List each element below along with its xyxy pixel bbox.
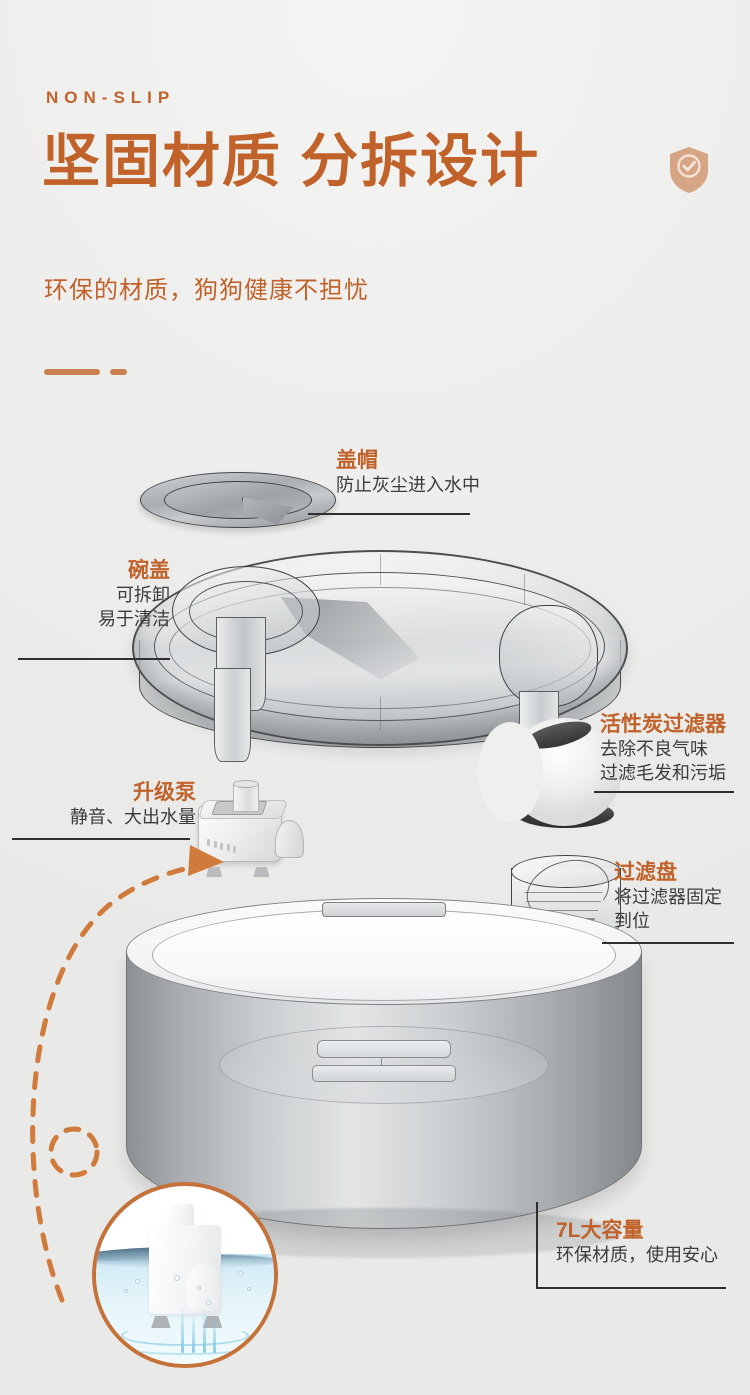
leader-line-bowl-lid (18, 658, 170, 660)
inset-bubble (238, 1271, 244, 1277)
tray-slot (528, 909, 599, 911)
lid-hairline-a (380, 553, 382, 586)
product-part-water-tank (126, 898, 642, 1258)
divider-dash-short (110, 369, 127, 375)
tray-slot (523, 892, 604, 894)
page-title: 坚固材质 分拆设计 (42, 129, 541, 194)
pump-vent (220, 842, 224, 850)
lid-right-pocket (499, 604, 599, 707)
carbon-crescent-cutout (478, 722, 544, 822)
cap-inner-ring (163, 480, 313, 520)
leader-line-pump (12, 838, 190, 840)
pump-vent (207, 839, 210, 847)
inset-bubble (135, 1278, 141, 1284)
lid-hairline-b (523, 573, 526, 605)
tank-center-post (380, 1051, 383, 1073)
tray-slot (526, 900, 601, 903)
callout-pump-title: 升级泵 (133, 781, 196, 804)
product-part-pump (196, 779, 306, 878)
pump-nozzle-rim (233, 779, 259, 788)
tank-rim-slot (322, 902, 446, 917)
callout-filter-tray-line-2: 到位 (614, 910, 650, 931)
callout-cap-title: 盖帽 (336, 449, 378, 472)
tank-floor-slot-lower (311, 1065, 457, 1082)
product-part-carbon-filter (478, 716, 622, 829)
tank-floor-slot-upper (316, 1040, 452, 1059)
eyebrow-text: NON-SLIP (46, 88, 176, 107)
inset-bubble (247, 1287, 252, 1292)
leader-bracket-capacity-horizontal (536, 1287, 726, 1289)
callout-pump-line-1: 静音、大出水量 (70, 807, 196, 828)
callout-capacity-line-1: 环保材质，使用安心 (556, 1245, 718, 1266)
shield-check-icon (668, 146, 710, 194)
lid-spout-lower (213, 667, 252, 762)
lid-hairline-c (380, 697, 382, 731)
callout-capacity-title: 7L大容量 (556, 1219, 644, 1242)
leader-line-carbon-filter (594, 791, 734, 793)
callout-carbon-filter-line-2: 过滤毛发和污垢 (600, 762, 726, 783)
callout-filter-tray: 过滤盘 将过滤器固定 到位 (614, 860, 722, 933)
dashed-circle-accent (48, 1126, 100, 1178)
callout-carbon-filter-line-1: 去除不良气味 (600, 739, 708, 760)
callout-carbon-filter-title: 活性炭过滤器 (600, 713, 726, 736)
callout-bowl-lid-line-2: 易于清洁 (98, 608, 170, 629)
pump-vent (226, 844, 230, 852)
pump-foot-right (253, 866, 270, 878)
callout-bowl-lid: 碗盖 可拆卸 易于清洁 (0, 558, 170, 631)
callout-bowl-lid-line-1: 可拆卸 (116, 585, 170, 606)
callout-pump: 升级泵 静音、大出水量 (0, 780, 196, 830)
leader-line-filter-tray (602, 942, 734, 944)
callout-capacity: 7L大容量 环保材质，使用安心 (556, 1218, 718, 1268)
subtitle: 环保的材质，狗狗健康不担忧 (44, 277, 369, 304)
pump-vent (233, 846, 237, 854)
callout-bowl-lid-title: 碗盖 (128, 559, 170, 582)
pump-underwater-photo (92, 1182, 278, 1368)
inset-ripple (106, 1331, 264, 1356)
divider-dash-long (44, 369, 100, 375)
leader-bracket-capacity-vertical (536, 1202, 538, 1288)
callout-cap: 盖帽 防止灰尘进入水中 (336, 448, 480, 498)
inset-bubble (206, 1299, 212, 1305)
callout-filter-tray-title: 过滤盘 (614, 861, 677, 884)
product-part-bowl-lid (132, 550, 628, 782)
pump-foot-left (205, 866, 223, 878)
leader-line-cap (308, 513, 470, 515)
inset-pump-cap (186, 1264, 219, 1311)
product-part-cap (140, 472, 336, 528)
tank-inner-basin (151, 908, 617, 1002)
pump-outlet-side (275, 820, 304, 859)
tray-rim (511, 854, 621, 888)
callout-filter-tray-line-1: 将过滤器固定 (614, 887, 722, 908)
pump-vent (213, 841, 217, 849)
callout-cap-line-1: 防止灰尘进入水中 (336, 475, 480, 496)
callout-carbon-filter: 活性炭过滤器 去除不良气味 过滤毛发和污垢 (600, 712, 726, 785)
